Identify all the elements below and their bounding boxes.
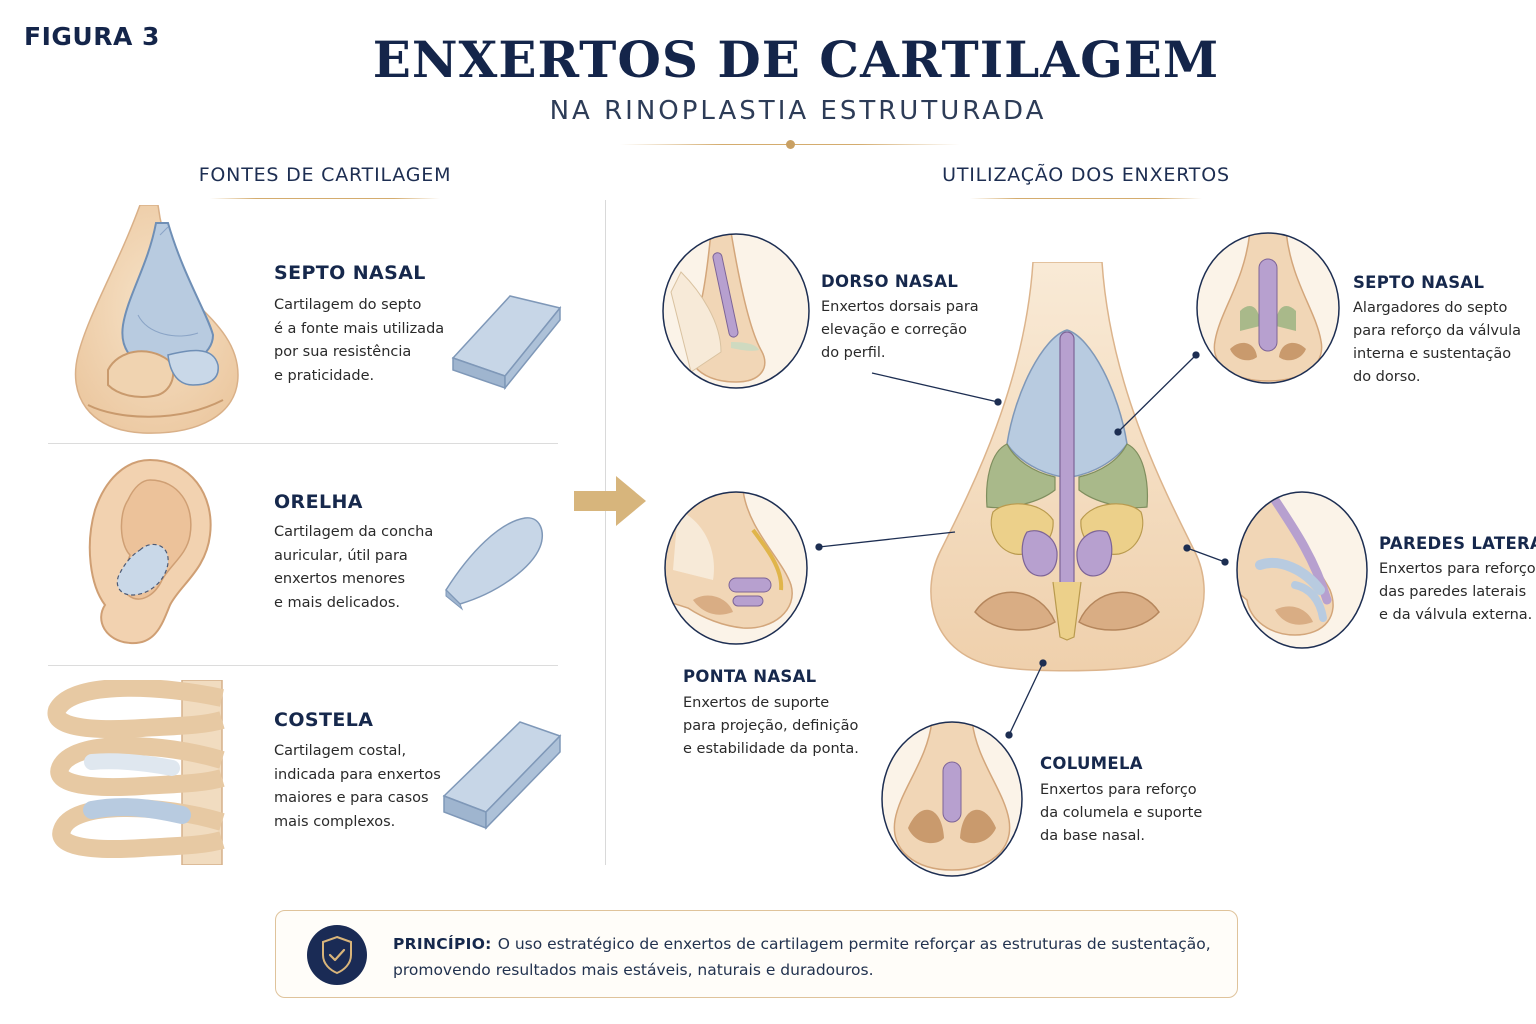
use-title-paredes: PAREDES LATERAIS [1379,534,1536,553]
source-title-orelha: ORELHA [274,491,363,513]
uses-heading-rule [970,198,1202,199]
septum-cartilage-block-icon [451,295,562,391]
figure-label: FIGURA 3 [24,22,160,51]
use-title-dorso: DORSO NASAL [821,272,959,291]
use-title-columela: COLUMELA [1040,754,1143,773]
lateral-wall-detail-circle [1236,491,1368,649]
shield-check-icon [307,925,367,985]
use-title-septo: SEPTO NASAL [1353,273,1485,292]
source-title-costela: COSTELA [274,709,374,731]
sources-heading: FONTES DE CARTILAGEM [198,164,452,186]
source-title-septo: SEPTO NASAL [274,262,426,284]
sources-heading-rule [210,198,440,199]
central-nose-illustration [930,262,1205,672]
ear-cartilage-piece-icon [445,517,544,611]
columella-detail-circle [881,721,1023,877]
use-title-ponta: PONTA NASAL [683,667,817,686]
page-subtitle: NA RINOPLASTIA ESTRUTURADA [549,96,1047,126]
source-desc-costela: Cartilagem costal,indicada para enxertos… [274,743,441,830]
arrow-right-icon [574,476,646,526]
rib-cartilage-block-icon [442,721,562,830]
tip-detail-circle [664,491,808,645]
principle-body: O uso estratégico de enxertos de cartila… [393,935,1211,979]
page-title: ENXERTOS DE CARTILAGEM [372,30,1220,89]
column-divider [605,200,606,865]
ear-source-illustration [88,458,212,645]
uses-heading: UTILIZAÇÃO DOS ENXERTOS [942,164,1230,186]
dorsum-detail-circle [662,233,810,389]
septum-source-illustration [74,205,239,434]
principle-lead: PRINCÍPIO: [393,935,492,953]
source-divider-1 [48,443,558,444]
principle-box [275,910,1238,998]
title-divider-dot [786,140,795,149]
source-divider-2 [48,665,558,666]
septum-detail-circle [1196,232,1340,384]
principle-text: PRINCÍPIO:O uso estratégico de enxertos … [393,931,1223,983]
rib-source-illustration [47,680,225,865]
